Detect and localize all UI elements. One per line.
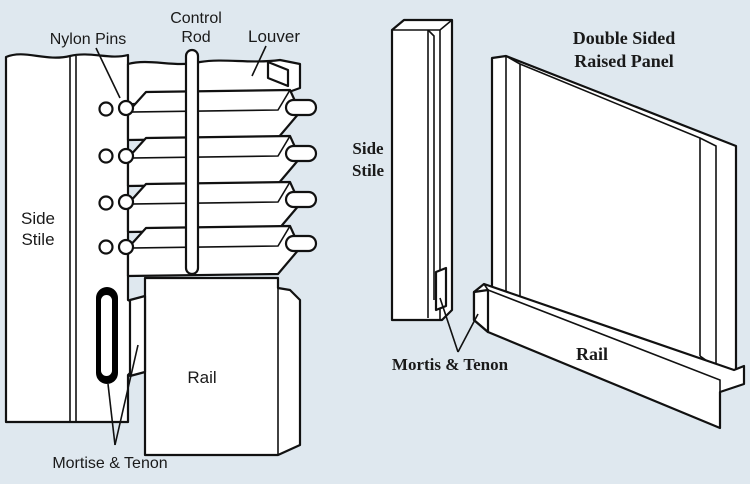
tenon — [128, 294, 147, 378]
louver-4 — [117, 224, 318, 278]
label-control-rod-line2: Rod — [181, 29, 210, 46]
label-mortis-tenon: Mortis & Tenon — [392, 355, 509, 374]
label-rail-left: Rail — [187, 368, 216, 387]
label-mortise-tenon: Mortise & Tenon — [52, 455, 167, 472]
pin-end-2 — [117, 147, 135, 165]
pin-end-4 — [117, 238, 135, 256]
label-louver: Louver — [248, 27, 300, 46]
raised-panel-detail: Double Sided Raised Panel Side Stile Mor… — [352, 18, 746, 430]
nylon-pin-holes — [98, 101, 114, 255]
pin-hole-2 — [98, 148, 114, 164]
rail-left — [128, 276, 302, 457]
pin-end-3 — [117, 193, 135, 211]
pin-hole-1 — [98, 101, 114, 117]
leader-lines-left — [95, 45, 267, 446]
rail-right — [472, 282, 746, 430]
label-nylon-pins: Nylon Pins — [50, 31, 126, 48]
pin-end-1 — [117, 99, 135, 117]
control-rod — [184, 48, 200, 276]
louver-3 — [117, 180, 318, 234]
mortise-slot — [96, 287, 118, 384]
louver-2 — [117, 134, 318, 188]
nylon-pin-1 — [284, 98, 318, 117]
nylon-pin-2 — [284, 144, 318, 163]
label-side-stile-right-line1: Side — [352, 139, 384, 158]
side-stile-right — [390, 18, 454, 322]
stile-tenon — [434, 266, 448, 312]
label-side-stile-left-line1: Side — [21, 209, 55, 228]
label-side-stile-left-line2: Stile — [21, 230, 54, 249]
label-rail-right: Rail — [576, 344, 608, 364]
louver-1 — [117, 88, 318, 142]
leader-lines-right — [439, 297, 479, 353]
pin-hole-4 — [98, 239, 114, 255]
louvered-shutter-detail: Nylon Pins Control Rod Louver Side Stile… — [4, 10, 318, 472]
label-title-line1: Double Sided — [573, 28, 676, 48]
label-side-stile-right-line2: Stile — [352, 161, 385, 180]
nylon-pin-3 — [284, 190, 318, 209]
pin-hole-3 — [98, 195, 114, 211]
nylon-pin-4 — [284, 234, 318, 253]
rail-tenon — [472, 288, 490, 334]
label-title-line2: Raised Panel — [574, 51, 674, 71]
label-control-rod-line1: Control — [170, 10, 222, 27]
